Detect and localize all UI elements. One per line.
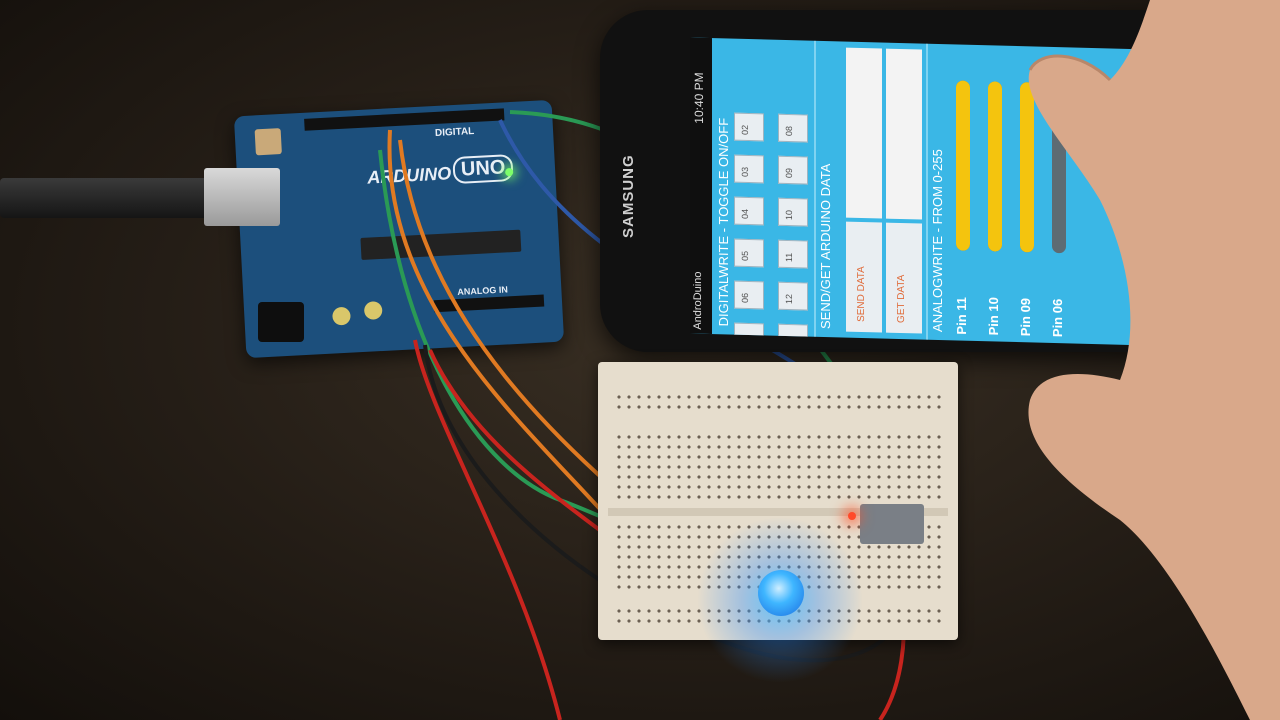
slider-fill	[956, 80, 970, 251]
hand	[1028, 0, 1280, 720]
digital-pin-button[interactable]: 11	[778, 239, 808, 269]
status-time: 10:40 PM	[692, 72, 706, 124]
red-wire	[413, 339, 562, 720]
slider-label-pin-11: Pin 11	[954, 296, 969, 335]
slider-label-pin-10: Pin 10	[986, 296, 1001, 336]
digital-pin-button[interactable]: 10	[778, 197, 808, 227]
digital-pin-button[interactable]: 12	[778, 281, 808, 311]
send-data-field[interactable]	[846, 47, 882, 219]
terminal-holes	[614, 432, 944, 502]
section-divider	[926, 43, 928, 340]
digital-pin-button[interactable]: 08	[778, 113, 808, 143]
get-data-button[interactable]: GET DATA	[886, 222, 922, 334]
slider-fill	[988, 81, 1002, 252]
digital-pin-button[interactable]: 05	[734, 238, 764, 268]
digital-pin-button[interactable]: 06	[734, 280, 764, 310]
phone-brand: SAMSUNG	[620, 154, 637, 238]
app-title: AndroDuino	[692, 271, 704, 330]
power-rail-holes	[614, 392, 944, 412]
power-jack	[258, 302, 304, 342]
section-divider	[814, 40, 816, 337]
send-get-section-header: SEND/GET ARDUINO DATA	[818, 163, 833, 330]
digital-pin-button[interactable]: 04	[734, 196, 764, 226]
digital-pin-button[interactable]: 02	[734, 112, 764, 142]
bluetooth-module	[860, 504, 924, 544]
rgb-led	[758, 570, 804, 616]
module-led	[848, 512, 856, 520]
usb-port	[204, 168, 280, 226]
digital-pin-button[interactable]: 03	[734, 154, 764, 184]
slider-pin-10[interactable]	[988, 81, 1002, 252]
slider-pin-11[interactable]	[956, 80, 970, 251]
get-data-field[interactable]	[886, 48, 922, 220]
analog-section-header: ANALOGWRITE - FROM 0-255	[930, 149, 945, 333]
digital-pin-button[interactable]: 09	[778, 155, 808, 185]
digital-section-header: DIGITALWRITE - TOGGLE ON/OFF	[716, 117, 731, 327]
send-data-button[interactable]: SEND DATA	[846, 221, 882, 333]
usb-cable	[0, 178, 210, 218]
